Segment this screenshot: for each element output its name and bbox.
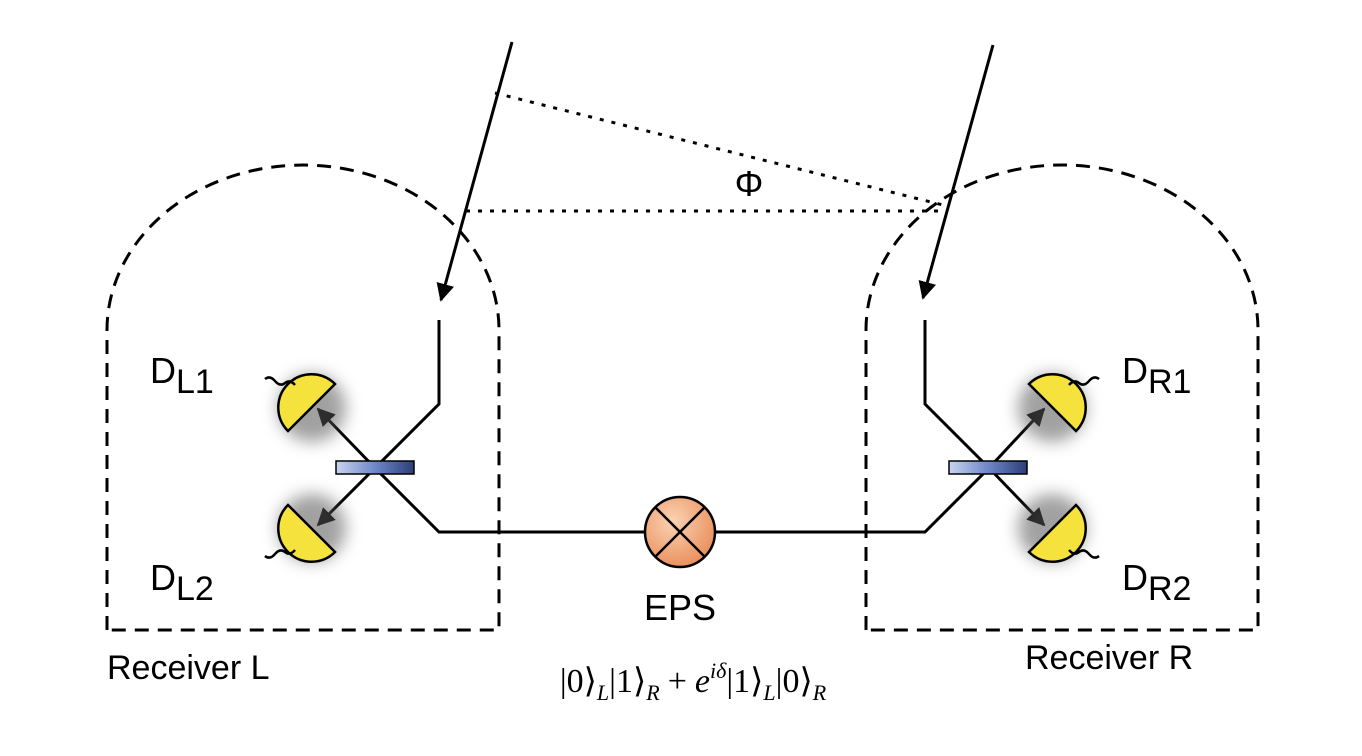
eps-label: EPS bbox=[644, 587, 716, 628]
receiver-right-enclosure bbox=[864, 163, 1260, 632]
angle-dotted-line-upper bbox=[494, 91, 944, 207]
incoming-ray-left bbox=[436, 41, 514, 302]
receiver-left-enclosure bbox=[105, 163, 501, 632]
signal-wave-dr2 bbox=[1068, 549, 1100, 559]
beamsplitter-right bbox=[948, 460, 1028, 475]
detector-dl2 bbox=[264, 494, 346, 563]
detector-dl1 bbox=[264, 373, 346, 442]
receiver-right-label: Receiver R bbox=[1025, 639, 1193, 677]
right-optical-path bbox=[716, 320, 992, 534]
eps-source bbox=[643, 495, 717, 569]
label-dl1: DL1 bbox=[150, 350, 214, 401]
detector-dr2 bbox=[1018, 494, 1100, 563]
label-dl2: DL2 bbox=[150, 557, 214, 608]
entangled-state-formula: |0⟩L|1⟩R+eiδ|1⟩L|0⟩R bbox=[560, 658, 827, 705]
left-optical-path bbox=[372, 320, 645, 534]
receiver-left-label: Receiver L bbox=[107, 649, 270, 687]
signal-wave-dl1 bbox=[264, 376, 296, 386]
phi-label: Φ bbox=[735, 163, 764, 204]
label-dr1: DR1 bbox=[1122, 350, 1191, 401]
detector-dr1 bbox=[1018, 373, 1100, 442]
label-dr2: DR2 bbox=[1122, 557, 1191, 608]
signal-wave-dl2 bbox=[264, 549, 296, 559]
incoming-ray-right bbox=[918, 44, 995, 300]
signal-wave-dr1 bbox=[1068, 376, 1100, 386]
beamsplitter-left bbox=[335, 460, 415, 475]
